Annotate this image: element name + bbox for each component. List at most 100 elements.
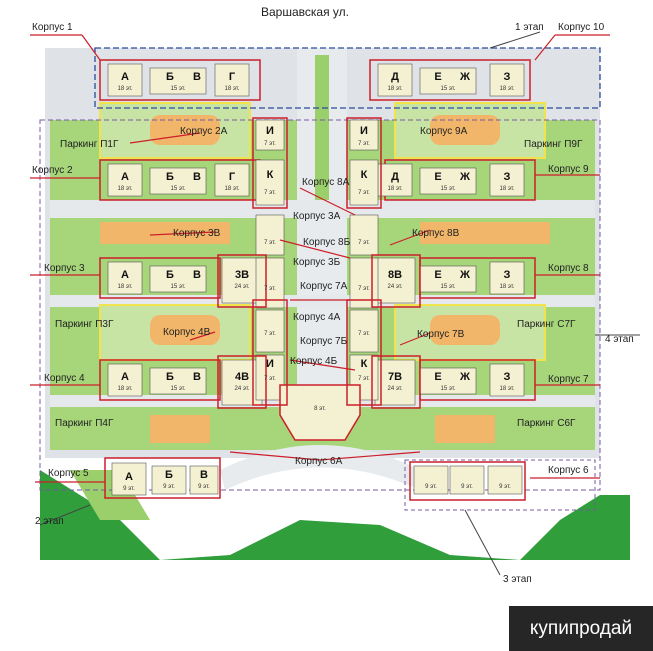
svg-text:А: А — [121, 71, 129, 83]
svg-text:7 эт.: 7 эт. — [264, 376, 276, 382]
svg-text:И: И — [360, 125, 368, 137]
svg-text:18 эт.: 18 эт. — [117, 386, 132, 392]
svg-text:18 эт.: 18 эт. — [387, 186, 402, 192]
svg-text:18 эт.: 18 эт. — [117, 186, 132, 192]
svg-text:8В: 8В — [388, 269, 402, 281]
svg-text:Е: Е — [434, 269, 441, 281]
svg-text:24 эт.: 24 эт. — [234, 284, 249, 290]
svg-text:7 эт.: 7 эт. — [358, 141, 370, 147]
street-label: Варшавская ул. — [261, 5, 349, 19]
label-korpus-3v: Корпус 3В — [173, 228, 221, 239]
svg-text:7 эт.: 7 эт. — [264, 141, 276, 147]
building-korpus-10 — [369, 59, 531, 101]
stage-1-boundary — [94, 47, 601, 109]
label-parking-p1g: Паркинг П1Г — [60, 139, 119, 150]
svg-text:З: З — [504, 371, 511, 383]
svg-text:7 эт.: 7 эт. — [358, 376, 370, 382]
svg-text:18 эт.: 18 эт. — [117, 284, 132, 290]
svg-text:18 эт.: 18 эт. — [499, 186, 514, 192]
svg-text:7 эт.: 7 эт. — [358, 286, 370, 292]
svg-text:9 эт.: 9 эт. — [499, 484, 511, 490]
label-korpus-6: Корпус 6 — [548, 465, 589, 476]
svg-text:К: К — [361, 358, 368, 370]
svg-text:24 эт.: 24 эт. — [387, 284, 402, 290]
label-korpus-4a: Корпус 4А — [293, 312, 341, 323]
svg-text:4В: 4В — [235, 371, 249, 383]
building-korpus-6 — [409, 461, 526, 501]
svg-text:А: А — [121, 171, 129, 183]
svg-text:18 эт.: 18 эт. — [224, 186, 239, 192]
svg-text:Д: Д — [391, 71, 399, 83]
svg-text:18 эт.: 18 эт. — [499, 284, 514, 290]
svg-text:24 эт.: 24 эт. — [234, 386, 249, 392]
svg-text:З: З — [504, 269, 511, 281]
label-stage-1: 1 этап — [515, 22, 544, 33]
building-korpus-4 — [99, 359, 221, 401]
svg-text:15 эт.: 15 эт. — [170, 386, 185, 392]
svg-text:8 эт.: 8 эт. — [314, 406, 326, 412]
section-labels: А 18 эт. Б 15 эт. В Г 18 эт. Д 18 эт. Е 15 эт… — [117, 71, 514, 492]
svg-text:Е: Е — [434, 171, 441, 183]
label-korpus-2: Корпус 2 — [32, 165, 73, 176]
park-area — [40, 470, 630, 560]
svg-text:7В: 7В — [388, 371, 402, 383]
label-korpus-7b: Корпус 7Б — [300, 336, 348, 347]
label-korpus-8b: Корпус 8Б — [303, 237, 351, 248]
label-parking-p3g: Паркинг П3Г — [55, 319, 114, 330]
svg-text:7 эт.: 7 эт. — [264, 286, 276, 292]
svg-text:Е: Е — [434, 71, 441, 83]
svg-text:7 эт.: 7 эт. — [358, 190, 370, 196]
svg-text:Ж: Ж — [459, 371, 470, 383]
label-korpus-4b: Корпус 4Б — [290, 356, 338, 367]
svg-text:В: В — [193, 171, 201, 183]
svg-text:15 эт.: 15 эт. — [170, 86, 185, 92]
label-korpus-1: Корпус 1 — [32, 22, 73, 33]
label-korpus-4v: Корпус 4В — [163, 327, 211, 338]
svg-text:9 эт.: 9 эт. — [461, 484, 473, 490]
svg-text:15 эт.: 15 эт. — [440, 284, 455, 290]
watermark-logo: купипродай — [509, 606, 653, 651]
label-korpus-7a: Корпус 7А — [300, 281, 348, 292]
svg-text:И: И — [266, 125, 274, 137]
label-korpus-8: Корпус 8 — [548, 263, 589, 274]
svg-text:Б: Б — [166, 171, 174, 183]
label-korpus-8a-1: Корпус 8А — [302, 177, 350, 188]
svg-text:З: З — [504, 171, 511, 183]
label-korpus-3: Корпус 3 — [44, 263, 85, 274]
label-korpus-7v: Корпус 7В — [417, 329, 465, 340]
svg-text:9 эт.: 9 эт. — [425, 484, 437, 490]
svg-text:А: А — [121, 269, 129, 281]
label-korpus-6a: Корпус 6А — [295, 456, 343, 467]
building-korpus-5 — [104, 457, 221, 499]
svg-text:Ж: Ж — [459, 171, 470, 183]
label-korpus-3a: Корпус 3А — [293, 211, 341, 222]
svg-text:18 эт.: 18 эт. — [117, 86, 132, 92]
svg-text:В: В — [193, 371, 201, 383]
label-parking-p4g: Паркинг П4Г — [55, 418, 114, 429]
svg-text:15 эт.: 15 эт. — [440, 186, 455, 192]
svg-text:15 эт.: 15 эт. — [170, 186, 185, 192]
svg-text:Е: Е — [434, 371, 441, 383]
svg-text:В: В — [193, 269, 201, 281]
svg-text:К: К — [267, 169, 274, 181]
svg-text:К: К — [361, 169, 368, 181]
svg-text:Ж: Ж — [459, 71, 470, 83]
label-parking-p9g: Паркинг П9Г — [524, 139, 583, 150]
label-korpus-9a: Корпус 9А — [420, 126, 468, 137]
label-korpus-4: Корпус 4 — [44, 373, 85, 384]
svg-text:9 эт.: 9 эт. — [163, 484, 175, 490]
label-korpus-9: Корпус 9 — [548, 164, 589, 175]
svg-text:Г: Г — [229, 171, 236, 183]
label-korpus-8v: Корпус 8В — [412, 228, 460, 239]
svg-text:24 эт.: 24 эт. — [387, 386, 402, 392]
svg-text:Г: Г — [229, 71, 236, 83]
svg-text:Д: Д — [391, 171, 399, 183]
building-korpus-3 — [99, 257, 221, 299]
svg-text:И: И — [266, 358, 274, 370]
svg-text:9 эт.: 9 эт. — [123, 486, 135, 492]
svg-text:7 эт.: 7 эт. — [358, 331, 370, 337]
label-stage-3: 3 этап — [503, 574, 532, 585]
svg-text:18 эт.: 18 эт. — [224, 86, 239, 92]
svg-text:15 эт.: 15 эт. — [440, 386, 455, 392]
